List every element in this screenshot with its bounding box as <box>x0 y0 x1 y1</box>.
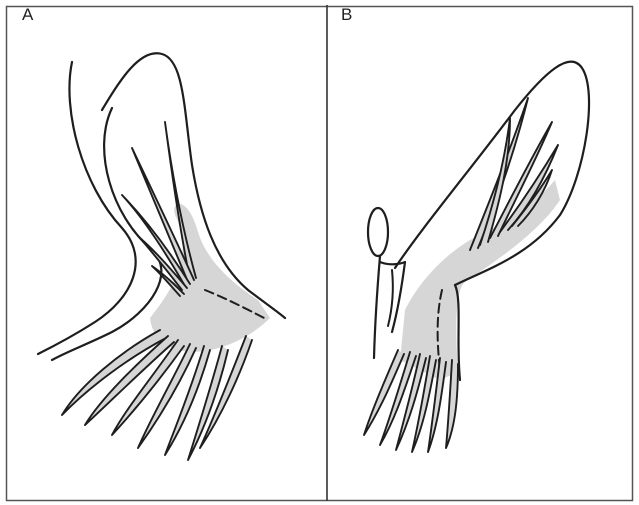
panel-a-lower-fiber <box>62 330 166 415</box>
panel-a-drawing <box>38 53 285 460</box>
panel-a-left-curve <box>38 62 136 354</box>
panel-b-small-bulb <box>368 208 388 256</box>
panel-a-label: A <box>22 6 33 23</box>
panel-b-shaded-region <box>400 180 560 380</box>
panel-a-inner-curve <box>52 108 161 360</box>
panel-b-label: B <box>341 6 352 23</box>
panel-b-drawing <box>364 62 589 452</box>
panel-b-bulb-stem <box>374 256 380 358</box>
figure-frame <box>7 7 633 501</box>
panel-b-stem-connector <box>388 270 393 326</box>
